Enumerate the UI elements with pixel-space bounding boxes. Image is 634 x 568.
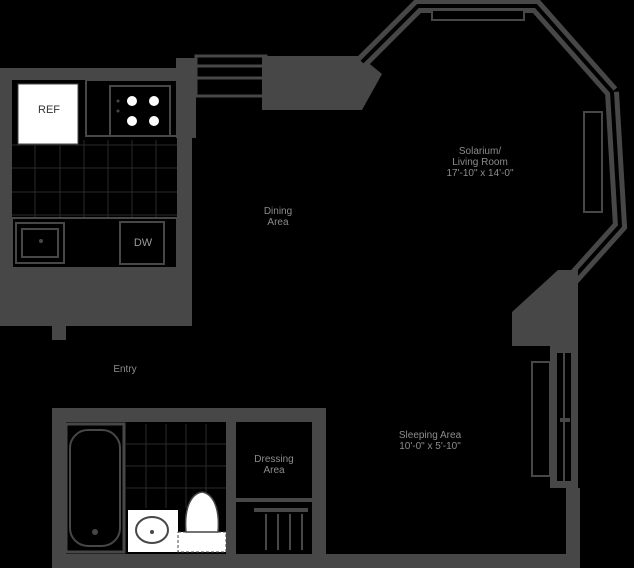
- dressing-line2: Area: [263, 465, 285, 476]
- bottom-right-wall: [566, 488, 580, 568]
- dressing-line1: Dressing: [254, 454, 294, 465]
- corner-pier: [512, 270, 578, 346]
- dressing-label: Dressing Area: [254, 454, 293, 476]
- upper-wall: [176, 54, 382, 138]
- dishwasher: [119, 221, 165, 265]
- sleeping-dims: 10'-0" x 5'-10": [399, 441, 461, 452]
- bathroom: [52, 408, 326, 568]
- kitchen: [0, 68, 192, 326]
- stove: [109, 85, 171, 137]
- entry-closet: [52, 268, 190, 340]
- dining-line1: Dining: [263, 206, 293, 217]
- dining-label: Dining Area: [264, 206, 292, 228]
- refrigerator: [17, 83, 79, 145]
- dining-line2: Area: [267, 217, 289, 228]
- kitchen-tile-grid: [12, 140, 177, 218]
- ref-label: REF: [38, 104, 60, 116]
- toilet: [177, 491, 227, 553]
- solarium-line1: Solarium/: [458, 146, 502, 157]
- solarium-line2: Living Room: [452, 157, 508, 168]
- kitchen-sink: [15, 222, 65, 264]
- solarium-dims: 17'-10" x 14'-0": [446, 168, 514, 179]
- right-wall: [531, 346, 578, 488]
- entry-line1: Entry: [113, 364, 137, 375]
- dressing-closet: [236, 498, 312, 550]
- bathroom-sink: [128, 510, 178, 552]
- bathroom-tile-grid: [126, 424, 226, 508]
- solarium-window-sill: [431, 9, 603, 213]
- sleeping-line1: Sleeping Area: [398, 430, 462, 441]
- sleeping-label: Sleeping Area 10'-0" x 5'-10": [399, 430, 461, 452]
- solarium-label: Solarium/ Living Room 17'-10" x 14'-0": [446, 146, 513, 179]
- solarium-walls: [357, 0, 628, 289]
- entry-label: Entry: [113, 364, 136, 375]
- dw-label: DW: [133, 237, 153, 249]
